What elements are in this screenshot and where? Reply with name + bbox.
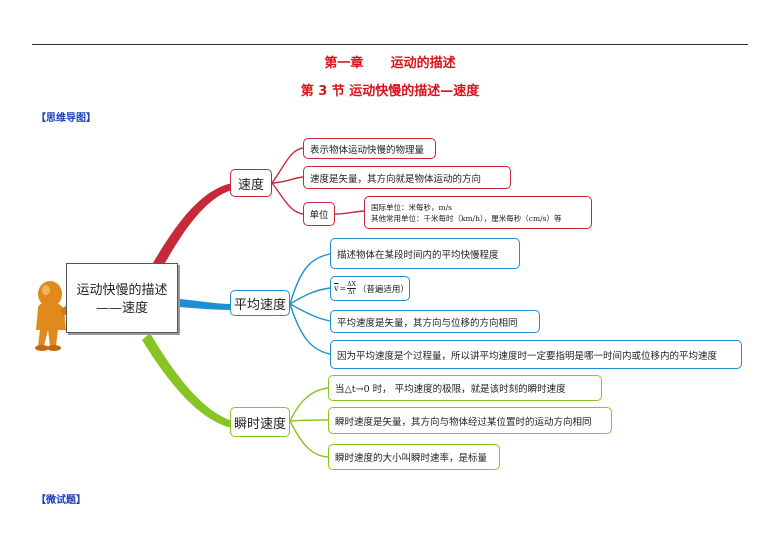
average-item-1: 描述物体在某段时间内的平均快慢程度	[330, 238, 520, 269]
central-topic-line1: 运动快慢的描述	[76, 283, 168, 298]
mindmap-tag: 【思维导图】	[36, 113, 96, 124]
central-topic-line2: ——速度	[95, 301, 148, 316]
formula-v: v	[334, 284, 339, 293]
central-topic-board: 运动快慢的描述 ——速度	[66, 263, 178, 333]
branch-instant	[142, 333, 232, 428]
average-item-4: 因为平均速度是个过程量，所以讲平均速度时一定要指明是哪一时间内或位移内的平均速度	[330, 340, 742, 369]
formula-note: （普遍适用）	[357, 284, 409, 295]
instant-item-3: 瞬时速度的大小叫瞬时速率，是标量	[328, 444, 500, 470]
average-speed-node: 平均速度	[230, 290, 290, 316]
header-rule	[32, 44, 748, 45]
instant-speed-node: 瞬时速度	[230, 407, 290, 437]
speed-node: 速度	[230, 169, 272, 197]
branch-speed	[150, 183, 232, 272]
unit-si: 国际单位：米每秒，m/s	[371, 203, 452, 212]
formula-fraction: ΔX Δt	[347, 281, 356, 296]
instant-item-2: 瞬时速度是矢量，其方向与物体经过某位置时的运动方向相同	[328, 407, 612, 434]
formula-denominator: Δt	[348, 289, 355, 296]
average-item-3: 平均速度是矢量，其方向与位移的方向相同	[330, 310, 540, 333]
unit-node: 单位	[303, 202, 335, 226]
branch-average	[168, 298, 232, 310]
instant-item-1: 当△t→0 时， 平均速度的极限，就是该时刻的瞬时速度	[328, 375, 602, 401]
speed-item-1: 表示物体运动快慢的物理量	[303, 138, 436, 159]
speed-item-2: 速度是矢量，其方向就是物体运动的方向	[303, 166, 511, 189]
average-formula-box: v = ΔX Δt （普遍适用）	[330, 276, 410, 301]
unit-detail-box: 国际单位：米每秒，m/s 其他常用单位：千米每时（km/h），厘米每秒（cm/s…	[364, 196, 592, 229]
formula-eq: =	[339, 284, 347, 293]
chapter-title: 第一章 运动的描述	[324, 56, 456, 71]
section-title: 第 3 节 运动快慢的描述—速度	[300, 84, 480, 99]
unit-other: 其他常用单位：千米每时（km/h），厘米每秒（cm/s）等	[371, 214, 562, 223]
formula-numerator: ΔX	[347, 281, 356, 289]
quiz-tag: 【微试题】	[36, 495, 86, 506]
